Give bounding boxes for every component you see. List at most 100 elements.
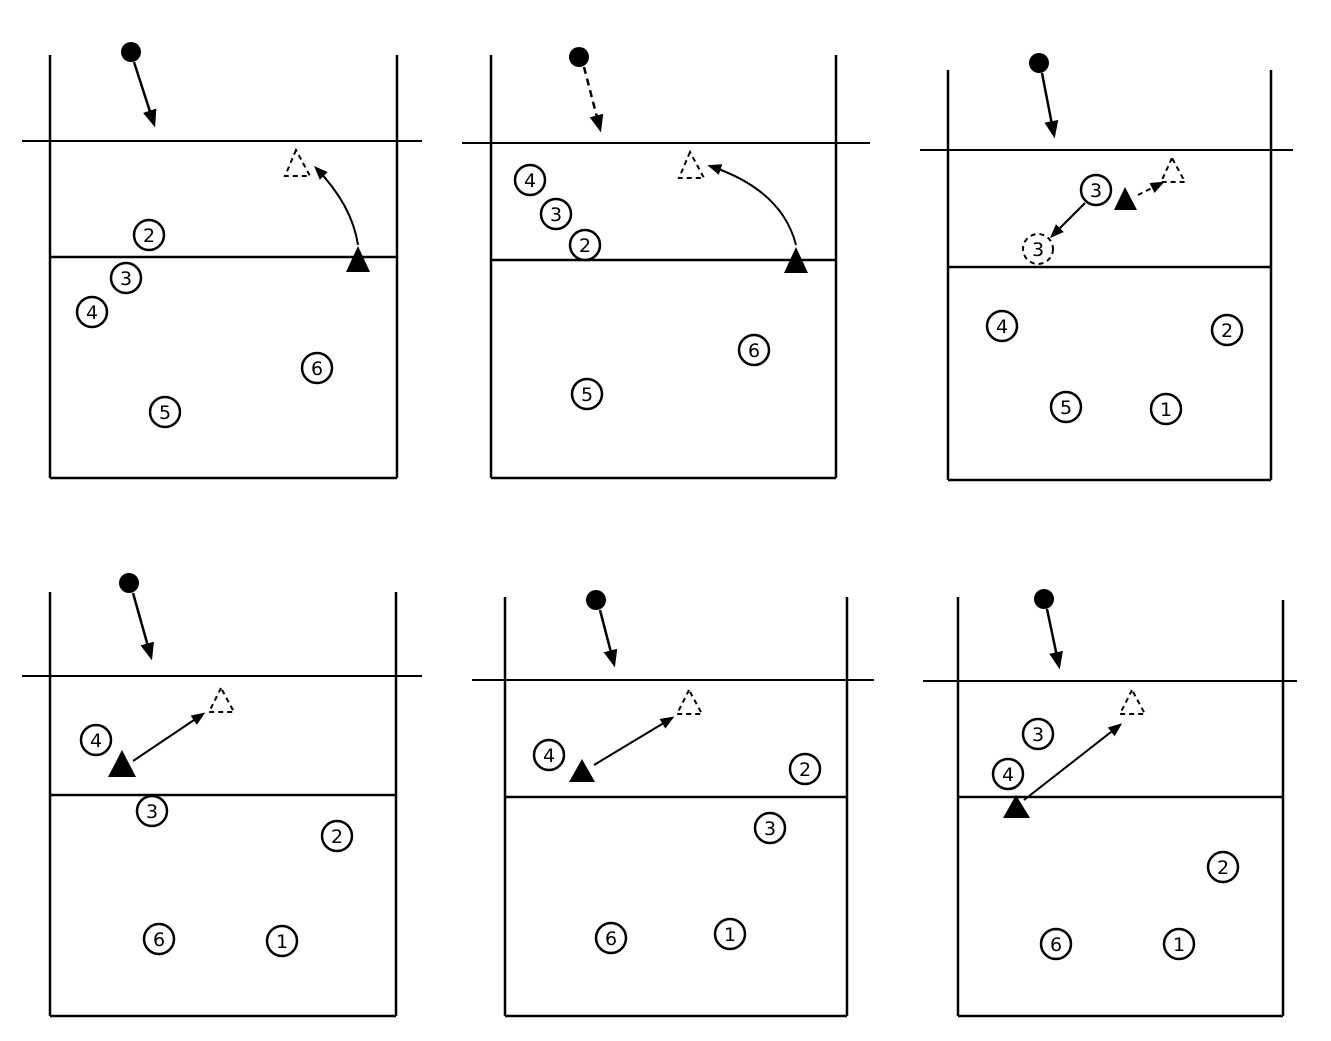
svg-text:2: 2 xyxy=(143,225,155,247)
server-ball xyxy=(569,47,589,67)
svg-text:3: 3 xyxy=(1032,724,1044,746)
setter-target-triangle xyxy=(675,687,704,715)
player-marker: 6 xyxy=(594,921,628,955)
player-marker: 3 xyxy=(1021,717,1055,751)
svg-text:6: 6 xyxy=(153,929,165,951)
server-path-arrow xyxy=(131,592,154,661)
diagram-6: 3 4 2 6 1 xyxy=(923,589,1297,1018)
server-path-arrow xyxy=(582,66,604,133)
player-marker: 3 xyxy=(753,811,787,845)
court xyxy=(503,597,849,1018)
player-marker-dashed: 3 xyxy=(1022,233,1054,265)
diagram-4: 4 3 2 6 1 xyxy=(22,573,422,1018)
svg-text:3: 3 xyxy=(1090,180,1102,202)
svg-text:5: 5 xyxy=(159,402,171,424)
player-marker: 4 xyxy=(79,723,113,757)
court xyxy=(489,55,838,480)
svg-text:2: 2 xyxy=(579,235,591,257)
player-marker: 3 xyxy=(135,794,169,828)
svg-text:4: 4 xyxy=(543,745,555,767)
player-marker: 4 xyxy=(75,295,109,329)
diagram-2: 4 3 2 6 5 xyxy=(462,47,870,480)
server-path-arrow xyxy=(132,61,157,128)
setter-target-triangle xyxy=(1159,155,1187,183)
setter-target-triangle xyxy=(677,149,706,179)
svg-text:1: 1 xyxy=(1173,934,1185,956)
svg-text:4: 4 xyxy=(996,316,1008,338)
player-marker: 2 xyxy=(1206,850,1240,884)
player-marker: 1 xyxy=(713,917,747,951)
player-marker: 1 xyxy=(265,924,299,958)
player-marker: 4 xyxy=(991,757,1025,791)
server-ball xyxy=(1029,53,1049,73)
setter-path-arrow xyxy=(707,164,797,246)
svg-text:2: 2 xyxy=(799,759,811,781)
svg-text:3: 3 xyxy=(146,801,158,823)
svg-text:3: 3 xyxy=(1032,239,1044,261)
svg-text:6: 6 xyxy=(1050,934,1062,956)
player-marker: 2 xyxy=(320,819,354,853)
setter-path-arrow xyxy=(593,716,675,766)
court xyxy=(48,55,399,480)
svg-text:5: 5 xyxy=(1060,397,1072,419)
svg-text:6: 6 xyxy=(605,928,617,950)
svg-text:4: 4 xyxy=(86,302,98,324)
court xyxy=(956,597,1285,1018)
setter-start-triangle xyxy=(1114,187,1137,210)
svg-text:1: 1 xyxy=(1160,399,1172,421)
player-marker: 4 xyxy=(532,738,566,772)
server-ball xyxy=(119,573,139,593)
player-marker: 6 xyxy=(1039,927,1073,961)
setter-start-triangle xyxy=(569,759,595,782)
player-marker: 2 xyxy=(1210,313,1244,347)
court xyxy=(946,70,1273,482)
player-marker: 5 xyxy=(148,395,182,429)
svg-text:5: 5 xyxy=(581,384,593,406)
player-marker: 5 xyxy=(570,377,604,411)
server-path-arrow xyxy=(1045,608,1063,670)
player-marker: 3 xyxy=(1079,173,1113,207)
setter-path-arrow xyxy=(1137,181,1165,196)
svg-text:3: 3 xyxy=(764,818,776,840)
player-move-arrow xyxy=(1050,202,1086,238)
server-ball xyxy=(1034,589,1054,609)
player-marker: 4 xyxy=(985,309,1019,343)
svg-text:6: 6 xyxy=(748,340,760,362)
player-marker: 2 xyxy=(788,752,822,786)
setter-start-triangle xyxy=(1003,795,1030,818)
setter-target-triangle xyxy=(207,685,236,713)
player-marker: 3 xyxy=(109,261,143,295)
svg-text:2: 2 xyxy=(331,826,343,848)
player-marker: 6 xyxy=(142,922,176,956)
court xyxy=(48,592,398,1018)
setter-target-triangle xyxy=(283,147,312,177)
svg-text:4: 4 xyxy=(524,170,536,192)
player-marker: 2 xyxy=(568,228,602,262)
setter-start-triangle xyxy=(108,750,136,777)
svg-text:2: 2 xyxy=(1217,857,1229,879)
server-ball xyxy=(121,42,141,62)
svg-text:4: 4 xyxy=(90,730,102,752)
player-marker: 1 xyxy=(1149,392,1183,426)
svg-text:3: 3 xyxy=(120,268,132,290)
server-path-arrow xyxy=(598,609,618,668)
setter-start-triangle xyxy=(346,246,370,272)
player-marker: 6 xyxy=(737,333,771,367)
player-marker: 2 xyxy=(132,218,166,252)
server-ball xyxy=(586,590,606,610)
svg-text:4: 4 xyxy=(1002,764,1014,786)
server-path-arrow xyxy=(1040,72,1059,139)
svg-text:3: 3 xyxy=(550,204,562,226)
setter-start-triangle xyxy=(784,247,808,273)
setter-path-arrow xyxy=(132,712,206,762)
player-marker: 5 xyxy=(1049,390,1083,424)
diagram-3: 3 3 4 2 5 1 xyxy=(920,53,1293,482)
diagram-5: 4 2 3 6 1 xyxy=(472,590,874,1018)
setter-path-arrow xyxy=(314,165,359,246)
svg-text:1: 1 xyxy=(276,931,288,953)
diagram-1: 2 3 4 5 6 xyxy=(22,42,422,480)
svg-text:2: 2 xyxy=(1221,320,1233,342)
player-marker: 6 xyxy=(300,351,334,385)
player-marker: 4 xyxy=(513,163,547,197)
